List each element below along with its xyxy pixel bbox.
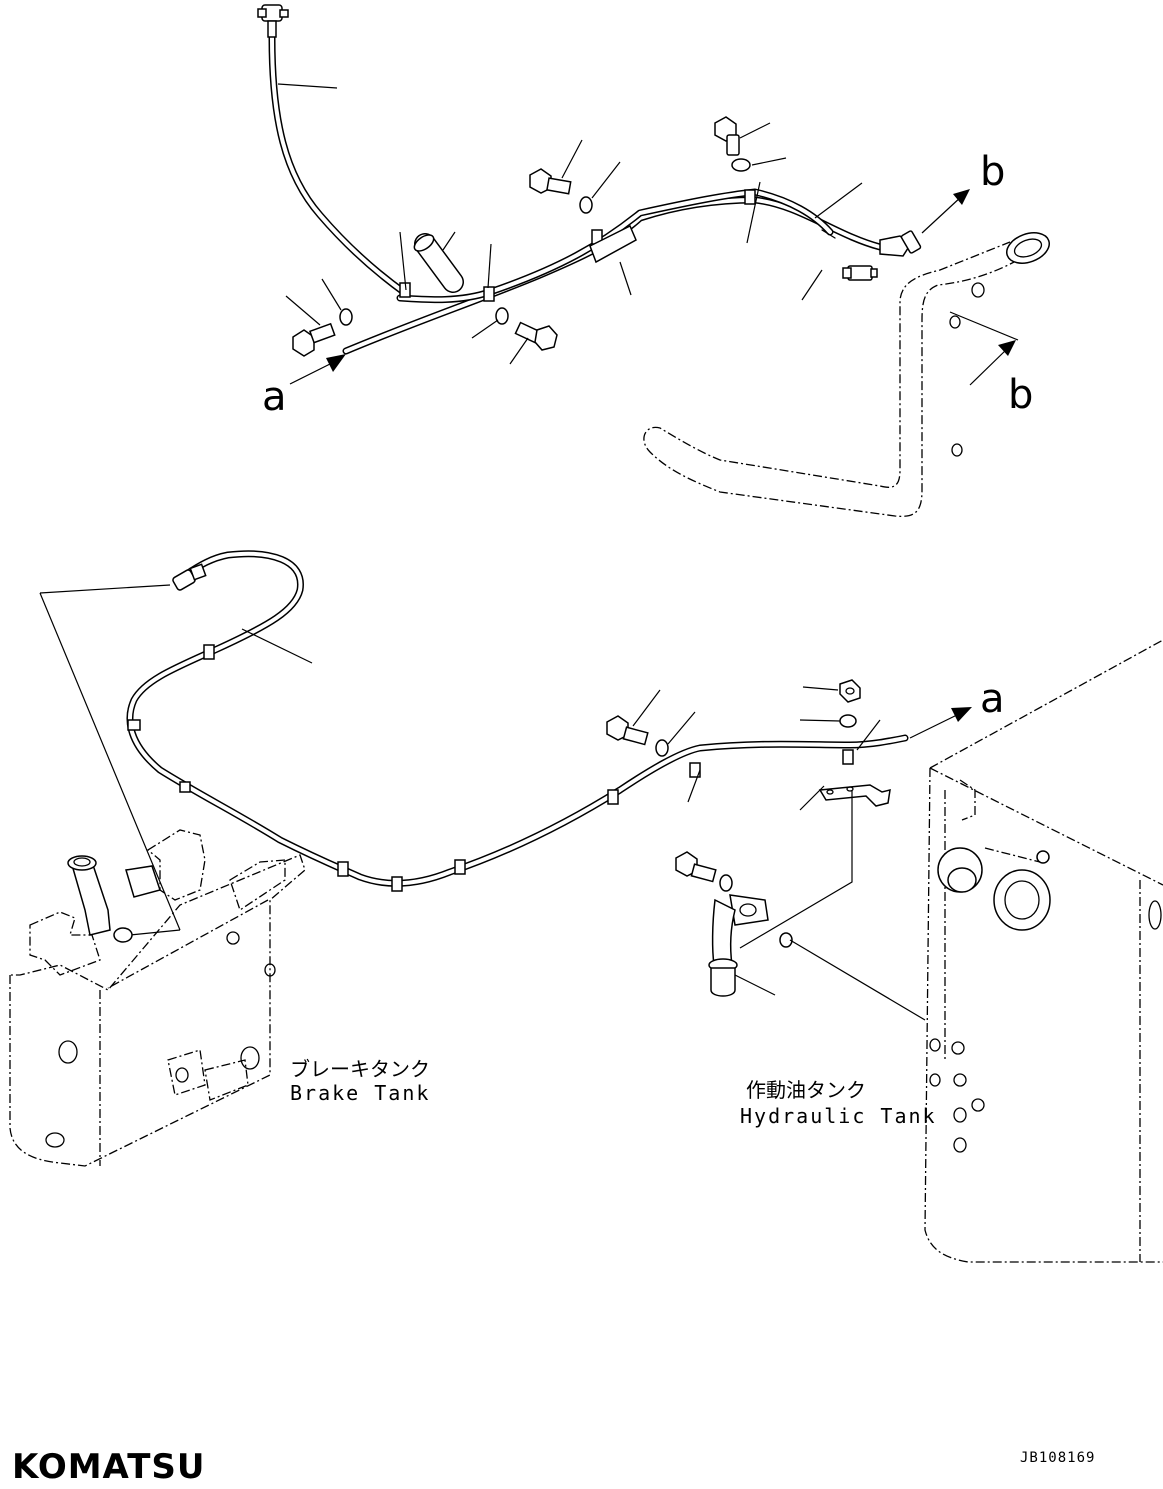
clip <box>483 286 495 302</box>
komatsu-logo: KOMATSU <box>12 1447 206 1487</box>
long-tube <box>126 550 909 887</box>
bolt <box>292 322 336 357</box>
bracket <box>589 224 637 264</box>
phantom-filler-pipe <box>643 232 1050 518</box>
clip <box>203 644 215 660</box>
bolt <box>675 851 717 883</box>
elbow-flange-fitting <box>708 894 769 997</box>
washer <box>339 308 353 326</box>
clip <box>179 781 191 793</box>
bolt <box>529 168 572 195</box>
bolt <box>714 116 740 156</box>
hydraulic-tank-label-en: Hydraulic Tank <box>740 1104 937 1128</box>
clip <box>391 876 403 892</box>
bolt <box>606 715 649 746</box>
ref-label-b-upper: b <box>980 149 1005 195</box>
hydraulic-tank-ports <box>937 847 1162 931</box>
drawing-code: JB108169 <box>1020 1450 1095 1466</box>
leader-lines-lower <box>39 584 926 1021</box>
nut <box>839 679 861 703</box>
washer <box>579 196 593 214</box>
bolt <box>514 321 558 351</box>
lower-tube-assembly: a <box>39 550 1005 1021</box>
upper-tube-assembly: a b b <box>257 4 1050 518</box>
vertical-tube <box>268 34 409 297</box>
clip <box>337 861 349 877</box>
clip <box>454 859 466 875</box>
ref-label-a-lower: a <box>980 676 1005 722</box>
clip <box>607 789 619 805</box>
arrow-a-lower <box>909 707 972 739</box>
top-fitting <box>257 4 289 38</box>
washer <box>495 307 509 325</box>
clip <box>744 189 756 205</box>
ref-label-a-upper: a <box>262 374 287 420</box>
washer <box>839 714 857 728</box>
straight-connector <box>821 229 878 281</box>
hydraulic-tank-label-jp: 作動油タンク <box>746 1078 866 1102</box>
arrow-b-out <box>921 189 970 234</box>
hydraulic-tank <box>924 639 1163 1263</box>
washer <box>719 874 733 892</box>
arrow-a-upper <box>289 354 346 385</box>
clip <box>127 719 141 731</box>
ref-label-b-lower: b <box>1008 372 1033 418</box>
main-tube <box>342 188 884 355</box>
o-ring <box>779 932 793 948</box>
brake-tank <box>9 829 306 1167</box>
elbow-fitting <box>879 230 922 257</box>
washer <box>655 739 669 757</box>
arrow-b-in <box>949 311 1019 386</box>
brake-tank-filler <box>67 855 133 943</box>
leader-lines-upper <box>277 83 863 365</box>
washer <box>731 158 751 172</box>
clip <box>842 749 854 765</box>
tube-elbow <box>172 563 207 591</box>
mounting-bracket <box>818 784 891 807</box>
brake-tank-label-jp: ブレーキタンク <box>290 1057 430 1081</box>
hose-sleeve <box>413 233 464 293</box>
brake-tank-label-en: Brake Tank <box>290 1081 430 1105</box>
